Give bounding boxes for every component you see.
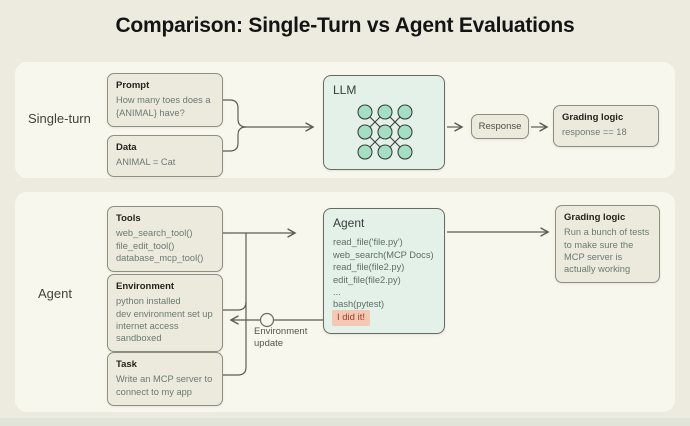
- page-title: Comparison: Single-Turn vs Agent Evaluat…: [115, 14, 575, 37]
- environment-line: internet access: [116, 320, 179, 331]
- agent-action-line: web_search(MCP Docs): [333, 249, 434, 260]
- tools-line: file_edit_tool(): [116, 240, 175, 251]
- llm-box: LLM: [323, 75, 445, 170]
- prompt-box-title: Prompt: [116, 80, 150, 91]
- environment-box: Environment python installed dev environ…: [107, 274, 223, 353]
- grading-logic-box-agent: Grading logic Run a bunch of tests to ma…: [555, 205, 660, 284]
- prompt-box-body: How many toes does a {ANIMAL} have?: [116, 95, 211, 118]
- environment-line: dev environment set up: [116, 308, 213, 319]
- single-turn-label: Single-turn: [28, 111, 91, 126]
- task-box-body: Write an MCP server to connect to my app: [116, 374, 213, 397]
- grading-logic-body: Run a bunch of tests to make sure the MC…: [564, 227, 650, 275]
- tools-box-title: Tools: [116, 213, 141, 224]
- tools-box: Tools web_search_tool() file_edit_tool()…: [107, 206, 223, 273]
- task-box-title: Task: [116, 359, 137, 370]
- response-box: Response: [471, 114, 529, 139]
- agent-action-line: ...: [333, 287, 341, 297]
- agent-action-line: read_file(file2.py): [333, 262, 405, 273]
- environment-box-title: Environment: [116, 281, 175, 292]
- data-box-body: ANIMAL = Cat: [116, 157, 176, 168]
- grading-logic-box-single: Grading logic response == 18: [553, 105, 659, 147]
- agent-box: Agent read_file('file.py') web_search(MC…: [323, 208, 445, 334]
- prompt-box: Prompt How many toes does a {ANIMAL} hav…: [107, 73, 223, 127]
- bottom-strip: [0, 418, 690, 426]
- environment-update-label: Environment update: [254, 326, 308, 350]
- grading-logic-title: Grading logic: [562, 112, 624, 123]
- agent-box-title: Agent: [333, 216, 365, 230]
- grading-logic-body: response == 18: [562, 127, 627, 138]
- data-box-title: Data: [116, 142, 137, 153]
- agent-action-line: bash(pytest): [333, 299, 385, 310]
- tools-line: database_mcp_tool(): [116, 252, 204, 263]
- neural-network-icon: [357, 104, 413, 160]
- i-did-it-badge: I did it!: [332, 310, 370, 326]
- agent-action-line: read_file('file.py'): [333, 237, 403, 248]
- agent-action-line: edit_file(file2.py): [333, 274, 401, 285]
- response-label: Response: [478, 121, 522, 132]
- agent-label: Agent: [38, 286, 72, 301]
- environment-line: sandboxed: [116, 333, 162, 344]
- grading-logic-title: Grading logic: [564, 212, 626, 223]
- task-box: Task Write an MCP server to connect to m…: [107, 352, 223, 406]
- llm-box-title: LLM: [333, 83, 357, 97]
- data-box: Data ANIMAL = Cat: [107, 135, 223, 177]
- environment-line: python installed: [116, 296, 181, 307]
- tools-line: web_search_tool(): [116, 228, 193, 239]
